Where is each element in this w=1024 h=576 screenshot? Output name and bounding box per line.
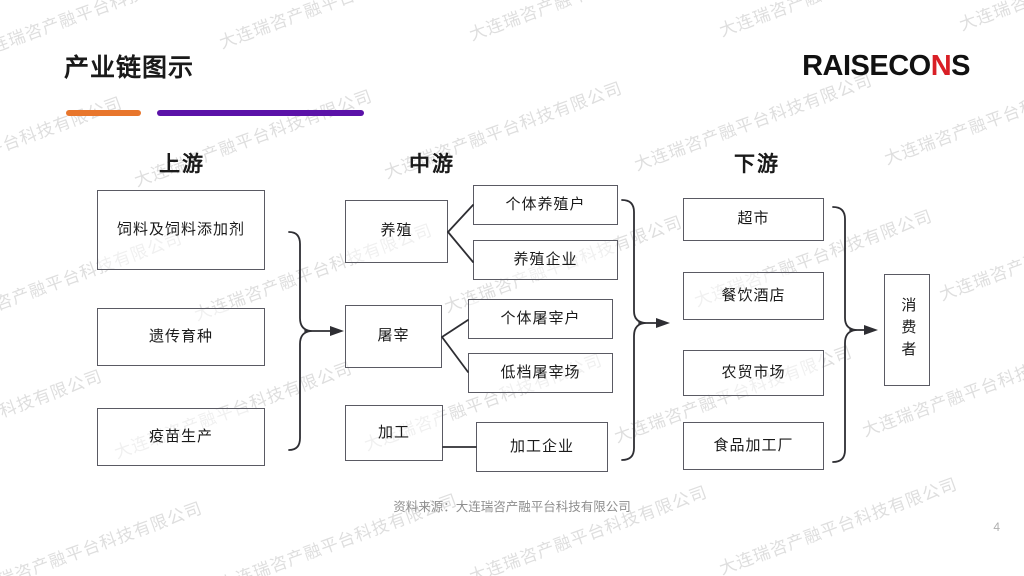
arrowhead-downstream xyxy=(864,325,878,335)
node-feed[interactable]: 饲料及饲料添加剂 xyxy=(97,190,265,270)
node-breeding[interactable]: 遗传育种 xyxy=(97,308,265,366)
link-slaughter-to-low-grade-slaughterhouse xyxy=(441,336,469,373)
node-low-grade-slaughterhouse[interactable]: 低档屠宰场 xyxy=(468,353,613,393)
stage-label-upstream: 上游 xyxy=(159,153,205,176)
node-consumer[interactable]: 消费者 xyxy=(884,274,930,386)
brace-upstream xyxy=(288,231,312,451)
page-title: 产业链图示 xyxy=(64,54,195,82)
node-processing-enterprise[interactable]: 加工企业 xyxy=(476,422,608,472)
node-slaughter[interactable]: 屠宰 xyxy=(345,305,442,368)
link-slaughter-to-individual-butcher xyxy=(441,319,469,338)
node-farming[interactable]: 养殖 xyxy=(345,200,448,263)
node-processing[interactable]: 加工 xyxy=(345,405,443,461)
source-note: 资料来源：大连瑞咨产融平台科技有限公司 xyxy=(393,500,631,514)
logo-text-accent: N xyxy=(930,50,952,82)
node-food-factory[interactable]: 食品加工厂 xyxy=(683,422,824,470)
raisecons-logo: RAISECONS xyxy=(802,52,970,81)
node-supermarket[interactable]: 超市 xyxy=(683,198,824,241)
node-vaccine[interactable]: 疫苗生产 xyxy=(97,408,265,466)
arrowhead-midstream xyxy=(656,318,670,328)
title-accent-bar-orange xyxy=(66,110,141,116)
node-individual-butcher[interactable]: 个体屠宰户 xyxy=(468,299,613,339)
node-restaurant-hotel[interactable]: 餐饮酒店 xyxy=(683,272,824,320)
brace-downstream xyxy=(832,206,857,463)
link-farming-to-individual-farmer xyxy=(447,204,474,233)
brace-midstream xyxy=(621,199,646,461)
node-farming-enterprise[interactable]: 养殖企业 xyxy=(473,240,618,280)
logo-text-main: RAISECO xyxy=(802,50,931,82)
logo-text-tail: S xyxy=(951,50,970,82)
title-accent-bar-purple xyxy=(157,110,364,116)
stage-label-downstream: 下游 xyxy=(734,153,780,176)
node-individual-farmer[interactable]: 个体养殖户 xyxy=(473,185,618,225)
link-farming-to-farming-enterprise xyxy=(447,231,474,263)
node-farmers-market[interactable]: 农贸市场 xyxy=(683,350,824,396)
page-number: 4 xyxy=(993,520,1000,534)
arrowhead-upstream xyxy=(330,326,344,336)
stage-label-midstream: 中游 xyxy=(409,153,455,176)
